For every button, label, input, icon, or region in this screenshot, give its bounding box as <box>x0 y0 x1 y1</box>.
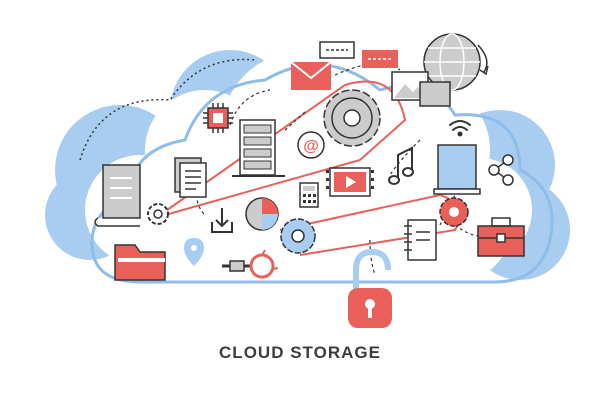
magnifier-icon <box>222 253 275 279</box>
globe-icon <box>423 33 489 91</box>
notebook-icon <box>404 219 437 261</box>
at-sign-icon: @ <box>297 131 325 159</box>
download-icon <box>211 208 233 233</box>
calculator-icon <box>299 182 319 208</box>
music-note-icon <box>388 146 414 185</box>
padlock-icon <box>348 248 392 328</box>
location-pin-icon <box>184 238 204 266</box>
document-icon <box>174 157 207 198</box>
red-gear-icon <box>439 197 469 227</box>
caption-title: CLOUD STORAGE <box>219 343 381 362</box>
chat-bubble-icon <box>319 41 398 68</box>
briefcase-icon <box>477 217 525 257</box>
pie-chart-icon <box>245 197 279 231</box>
wifi-icon <box>449 120 471 137</box>
video-player-icon <box>326 167 374 197</box>
scroll-icon <box>94 164 141 227</box>
blue-book-icon <box>433 144 481 195</box>
cog-blue-icon <box>280 218 316 254</box>
share-icon <box>488 154 514 186</box>
folder-icon <box>114 244 166 281</box>
gear-icon <box>323 89 381 147</box>
small-gear-icon <box>147 203 169 225</box>
envelope-icon <box>290 61 332 90</box>
server-icon <box>232 119 285 177</box>
microchip-icon <box>203 103 233 133</box>
image-icon <box>391 71 451 107</box>
at-symbol: @ <box>303 138 319 155</box>
